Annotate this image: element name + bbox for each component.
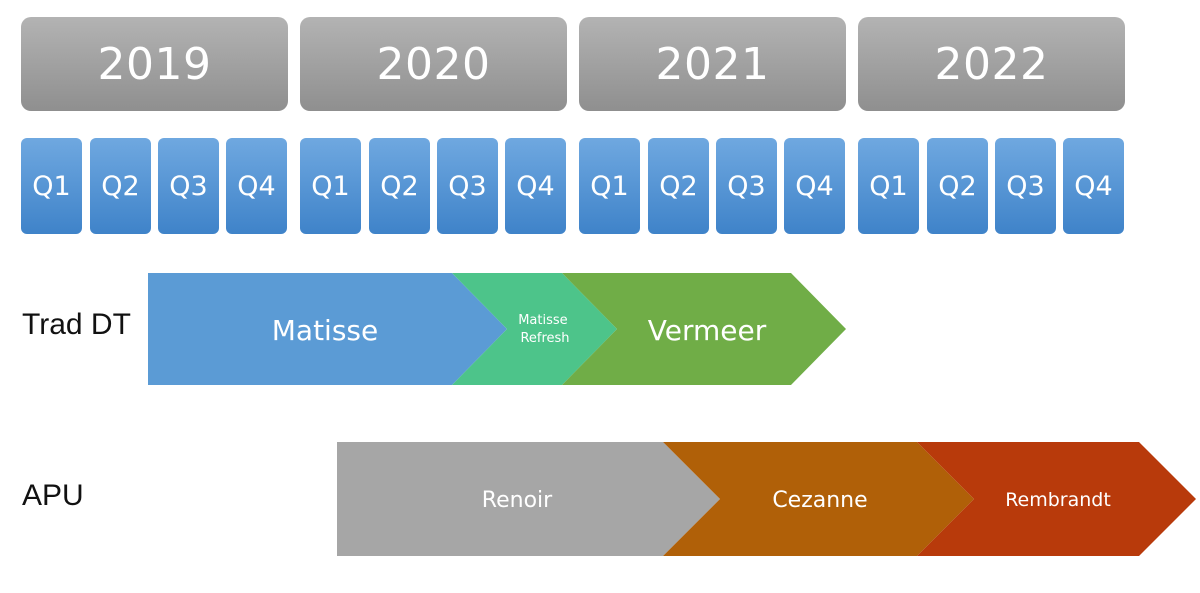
segment-vermeer: [562, 273, 846, 385]
segment-matisse-refresh-line-2: Refresh: [520, 331, 569, 346]
quarter-2020-q1: Q1: [300, 138, 361, 234]
segment-cezanne: [663, 442, 974, 556]
segment-matisse-refresh-label: Matisse Refresh: [518, 313, 572, 346]
segment-rembrandt-label: Rembrandt: [1005, 489, 1111, 511]
segment-cezanne-label: Cezanne: [772, 488, 867, 513]
quarter-2021-q2: Q2: [648, 138, 709, 234]
year-header-2019: 2019: [21, 17, 288, 111]
quarter-2020-q4: Q4: [505, 138, 566, 234]
quarter-2022-q1: Q1: [858, 138, 919, 234]
segment-rembrandt: [917, 442, 1196, 556]
row-label-trad-dt: Trad DT: [22, 308, 131, 341]
quarter-2022-q4: Q4: [1063, 138, 1124, 234]
quarter-2021-q1: Q1: [579, 138, 640, 234]
segment-matisse: [148, 273, 507, 385]
quarter-2021-q3: Q3: [716, 138, 777, 234]
segment-vermeer-label: Vermeer: [648, 314, 767, 347]
quarter-2020-q3: Q3: [437, 138, 498, 234]
year-header-2021: 2021: [579, 17, 846, 111]
segment-matisse-refresh: [452, 273, 617, 385]
segment-renoir: [337, 442, 720, 556]
quarter-2019-q1: Q1: [21, 138, 82, 234]
quarter-2020-q2: Q2: [369, 138, 430, 234]
year-header-2020: 2020: [300, 17, 567, 111]
quarter-2019-q4: Q4: [226, 138, 287, 234]
segment-renoir-label: Renoir: [482, 488, 553, 513]
year-header-2022: 2022: [858, 17, 1125, 111]
quarter-2021-q4: Q4: [784, 138, 845, 234]
quarter-2022-q3: Q3: [995, 138, 1056, 234]
segment-matisse-label: Matisse: [272, 314, 378, 347]
quarter-2019-q2: Q2: [90, 138, 151, 234]
quarter-2019-q3: Q3: [158, 138, 219, 234]
quarter-2022-q2: Q2: [927, 138, 988, 234]
segment-matisse-refresh-line-1: Matisse: [518, 313, 567, 328]
row-label-apu: APU: [22, 479, 84, 512]
